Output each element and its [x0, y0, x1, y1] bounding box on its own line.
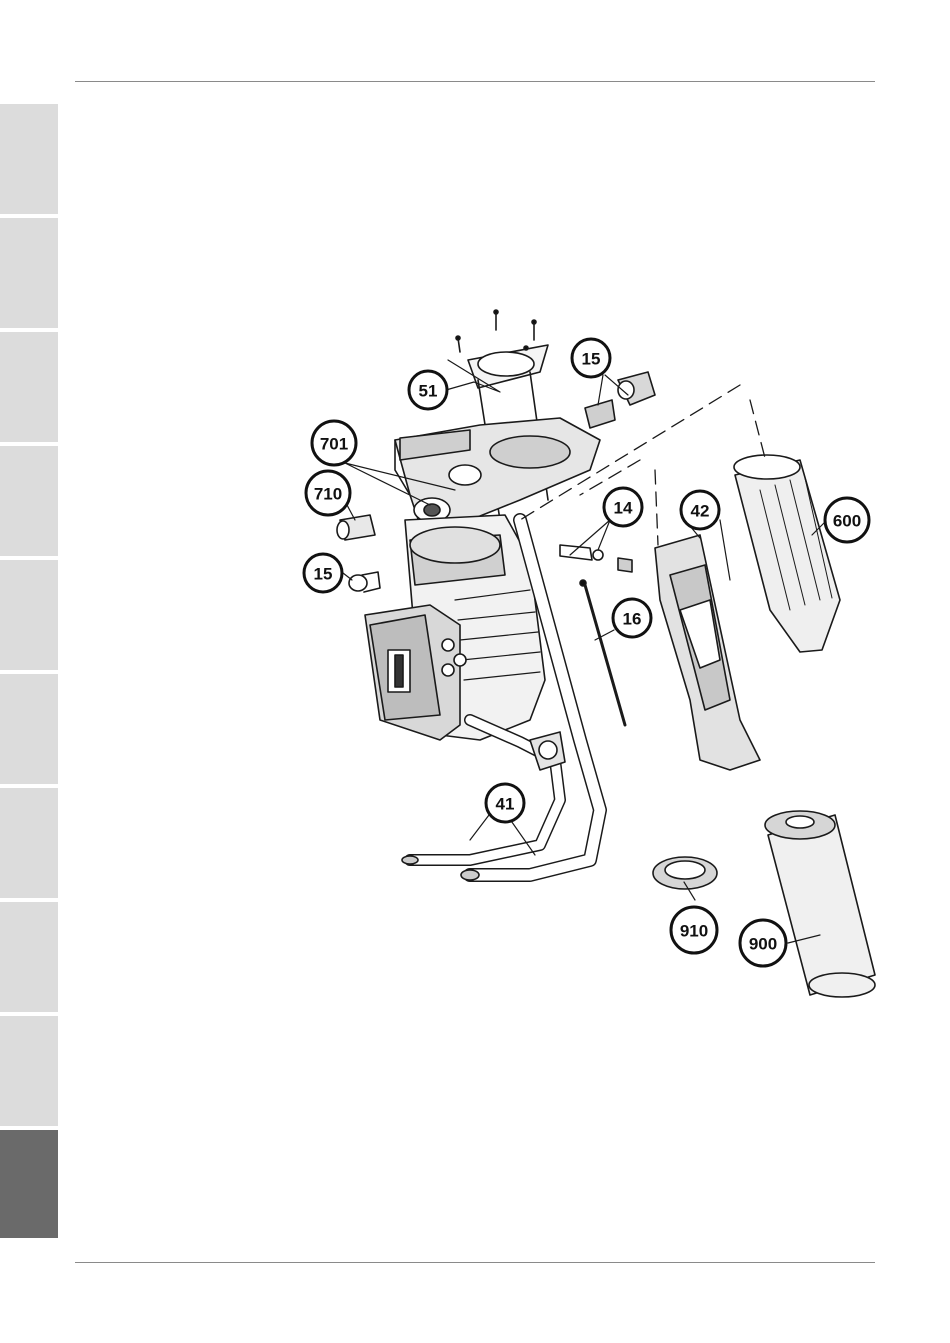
rod-part [580, 580, 625, 725]
callout-16: 16 [623, 610, 642, 629]
sleeve-part [337, 515, 375, 540]
callout-900: 900 [749, 935, 777, 954]
cover-panel [655, 535, 760, 770]
callout-42: 42 [691, 502, 710, 521]
callout-15-top: 15 [582, 350, 601, 369]
callout-51: 51 [419, 382, 438, 401]
callout-14: 14 [614, 499, 633, 518]
callout-910: 910 [680, 922, 708, 941]
callout-600: 600 [833, 512, 861, 531]
valve-parts [560, 545, 632, 572]
control-box [365, 605, 466, 740]
callout-15-left: 15 [314, 565, 333, 584]
callout-41: 41 [496, 795, 515, 814]
bolt-fitting [349, 572, 380, 592]
callout-701: 701 [320, 435, 348, 454]
elbow-fitting [585, 372, 655, 428]
power-plug [530, 732, 565, 770]
callout-710: 710 [314, 485, 342, 504]
filter-housing [734, 455, 840, 652]
filter-cartridge [765, 811, 875, 997]
